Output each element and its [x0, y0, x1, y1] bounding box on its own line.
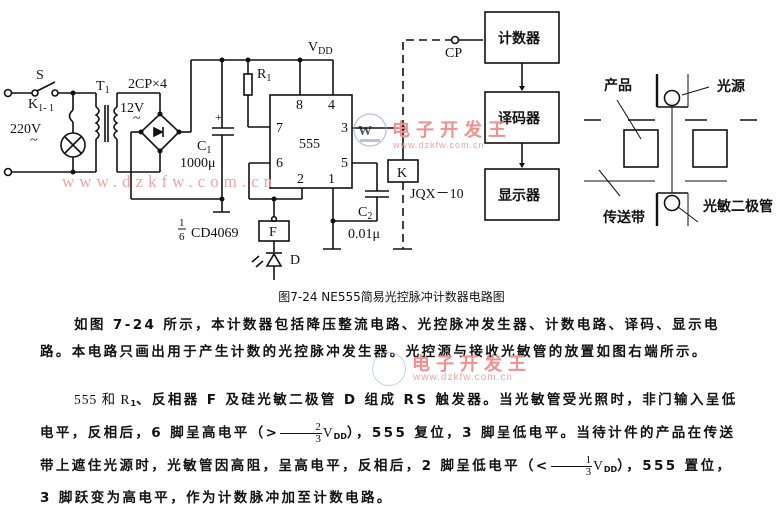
- label-vdd: VDD: [308, 40, 333, 57]
- block-display: [484, 168, 560, 221]
- text-segment: 、反相器 F 及硅光敏二极管 D 组成 RS 触发器。当光敏管受光照时，非门输入…: [40, 392, 738, 441]
- capacitor-c2: [365, 190, 389, 198]
- subscript: 1: [130, 399, 137, 408]
- ic-555: [269, 94, 353, 189]
- pin-3: 3: [341, 121, 348, 136]
- figure-caption: 图7-24 NE555简易光控脉冲计数器电路图: [278, 290, 505, 304]
- pin-5: 5: [341, 156, 348, 171]
- input-terminal-top: [3, 88, 13, 98]
- watermark-brand-1: 电子开发王: [392, 119, 512, 141]
- vdd-symbol: V: [322, 425, 334, 440]
- light-source-icon: [663, 89, 681, 107]
- block-decoder-label: 译码器: [498, 111, 541, 127]
- product-box-2: [692, 129, 728, 168]
- text-segment: 555 和 R: [74, 392, 131, 407]
- paragraph-operation: 555 和 R1、反相器 F 及硅光敏二极管 D 组成 RS 触发器。当光敏管受…: [40, 385, 740, 513]
- label-conveyor: 传送带: [602, 209, 645, 226]
- bridge-rectifier: [139, 112, 181, 153]
- label-photodiode: 光敏二极管: [702, 198, 773, 215]
- pin-1: 1: [328, 172, 335, 187]
- label-product: 产品: [604, 77, 632, 94]
- label-mains-voltage: 220V: [10, 122, 41, 137]
- block-counter-label: 计数器: [498, 30, 541, 47]
- relay-contact-k1-1: [68, 109, 74, 123]
- label-f: F: [269, 225, 277, 240]
- label-c1-value: 1000μ: [180, 156, 216, 171]
- photodiode-d: [251, 252, 283, 280]
- svg-text:W: W: [358, 124, 372, 139]
- label-c1: C1: [197, 139, 211, 156]
- c1-plus: +: [215, 110, 222, 124]
- watermark-url-2: www.dzkfw.com.cn: [413, 372, 513, 383]
- circuit-diagram: S K1- 1 220V ~ T1 2CP×4 12V ~ + C1 1000μ…: [3, 11, 773, 280]
- pin-4: 4: [328, 98, 335, 113]
- watermark-brand-2: 电子开发王: [412, 354, 532, 375]
- watermark-logo-1: W: [353, 113, 387, 147]
- ac-symbol: ~: [30, 133, 38, 148]
- text-segment: ），555 复位，3 脚呈低电平。当待计件的产品在传送带上遮住光源时，光敏管因高…: [40, 425, 736, 474]
- text-segment: ），555 置位，3 脚跃变为高电平，作为计数脉冲加至计数电路。: [40, 458, 733, 506]
- pin-6: 6: [276, 156, 283, 171]
- vdd-subscript: DD: [603, 465, 618, 474]
- product-box-1: [623, 129, 659, 168]
- watermark-url-small-1: www.dzkfw.com.cn: [392, 140, 485, 150]
- photodiode-icon: [663, 194, 681, 212]
- switch-s: [31, 81, 59, 97]
- watermark-logo-2: [372, 352, 406, 386]
- resistor-r1: [243, 73, 253, 96]
- label-r1: R1: [257, 67, 271, 84]
- label-relay-k: K: [397, 166, 407, 181]
- pin-7: 7: [276, 121, 283, 136]
- label-cp: CP: [445, 46, 462, 61]
- transformer-t1: [94, 93, 119, 172]
- capacitor-c1: [212, 127, 234, 136]
- label-rectifier: 2CP×4: [128, 77, 167, 92]
- label-c2: C2: [358, 205, 372, 222]
- label-light-source: 光源: [716, 78, 745, 95]
- label-switch: S: [36, 68, 44, 83]
- ac-symbol-secondary: ~: [133, 111, 141, 126]
- label-12v: 12V: [120, 101, 144, 116]
- paragraph-intro: 如图 7-24 所示，本计数器包括降压整流电路、光控脉冲发生器、计数电路、译码、…: [40, 317, 720, 360]
- input-terminal-bottom: [3, 167, 13, 177]
- label-relay-model: JQX－10: [410, 187, 464, 202]
- label-t1: T1: [96, 79, 110, 96]
- lamp: [60, 132, 86, 158]
- ic-label: 555: [299, 137, 320, 152]
- layout-diagram: [584, 74, 757, 226]
- block-display-label: 显示器: [498, 188, 541, 204]
- pin-2: 2: [297, 172, 304, 187]
- watermark-url-1: www.dzkfw.com.cn: [62, 172, 277, 191]
- vdd-subscript: DD: [333, 432, 347, 441]
- vdd-symbol: V: [593, 458, 604, 473]
- label-cd4069: CD4069: [191, 226, 238, 241]
- fraction-numerator: 1: [179, 217, 185, 229]
- pin-8: 8: [296, 98, 303, 113]
- label-c2-value: 0.01μ: [348, 227, 380, 242]
- label-d: D: [290, 253, 300, 268]
- fraction-denominator: 6: [179, 231, 185, 243]
- label-k1-1: K1- 1: [28, 97, 54, 114]
